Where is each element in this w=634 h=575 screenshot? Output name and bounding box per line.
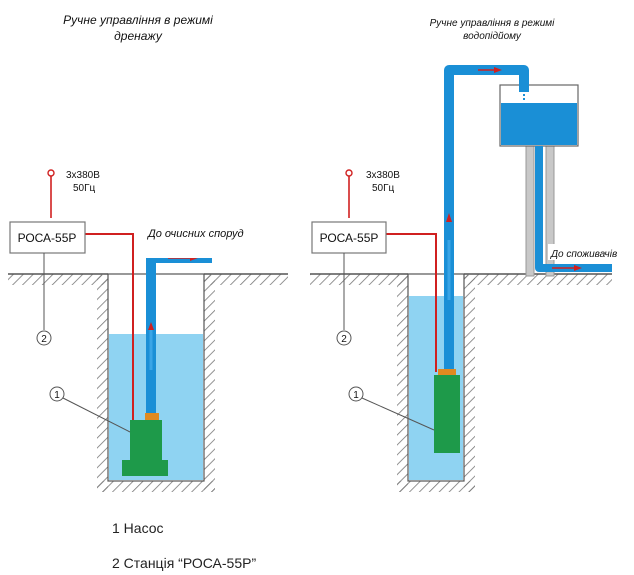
right-pump-connector <box>438 369 456 376</box>
left-control-station <box>9 221 86 254</box>
water-supply-diagram: Ручне управління в режимі водопідйому До <box>310 14 632 492</box>
left-frequency: 50Гц <box>73 183 96 194</box>
right-caption-line2: водопідйому <box>463 31 522 42</box>
right-callout-line-pump <box>361 397 435 431</box>
left-pump-connector <box>145 413 159 421</box>
right-flow-arrow-up <box>446 213 452 222</box>
right-power-terminal-icon <box>345 169 353 177</box>
left-well-wall-left <box>97 274 108 492</box>
right-pump-body <box>434 375 460 453</box>
right-outlet-label: До споживачів <box>550 249 617 260</box>
right-ground-hatch-right <box>464 274 612 285</box>
right-well-bottom <box>397 481 475 492</box>
left-pump-body <box>130 420 162 462</box>
left-ground-hatch <box>8 274 108 285</box>
left-well-wall-right <box>204 274 215 492</box>
left-flow-arrow-up <box>148 322 154 330</box>
left-ground-hatch-right <box>204 274 288 285</box>
left-pump-base <box>122 460 168 476</box>
left-power-terminal-icon <box>47 169 55 177</box>
left-station-label: РОСА-55Р <box>18 231 77 245</box>
right-power-cable <box>385 233 437 372</box>
right-flow-arrow-right <box>494 67 502 73</box>
right-callout-pump-number: 1 <box>353 390 359 401</box>
right-frequency: 50Гц <box>372 183 395 194</box>
right-ground-hatch <box>310 274 408 285</box>
legend-item-pump: 1 Насос <box>112 520 164 536</box>
drainage-diagram: Ручне управління в режимі дренажу До очи… <box>8 8 288 492</box>
tank-leg-left <box>525 143 535 277</box>
tank-water <box>501 103 577 145</box>
right-callout-station-number: 2 <box>341 334 347 345</box>
right-well-wall-left <box>397 274 408 492</box>
left-voltage: 3х380В <box>66 170 100 181</box>
right-well-wall-right <box>464 274 475 492</box>
left-well-bottom <box>97 481 215 492</box>
left-outlet-label-bg <box>146 244 286 258</box>
right-callout-pump <box>348 386 364 402</box>
left-callout-pump <box>49 386 65 402</box>
left-caption-line1: Ручне управління в режимі <box>63 13 213 27</box>
right-voltage: 3х380В <box>366 170 400 181</box>
left-caption-box <box>40 8 240 54</box>
right-caption-line1: Ручне управління в режимі <box>430 18 555 29</box>
left-callout-station <box>36 330 52 346</box>
left-power-cable <box>84 233 134 420</box>
left-callout-line-pump <box>62 397 131 433</box>
right-caption-box <box>338 14 628 48</box>
left-outlet-label: До очисних споруд <box>146 228 244 240</box>
right-control-station <box>311 221 387 254</box>
left-callout-pump-number: 1 <box>54 390 60 401</box>
right-station-label: РОСА-55Р <box>320 231 379 245</box>
left-callout-station-number: 2 <box>41 334 47 345</box>
left-caption-line2: дренажу <box>114 29 163 43</box>
consumer-pipe <box>535 146 612 272</box>
consumer-flow-arrow <box>574 265 582 271</box>
legend-item-station: 2 Станція “РОСА-55Р” <box>112 555 257 571</box>
right-callout-station <box>336 330 352 346</box>
right-outlet-label-bg <box>548 244 632 260</box>
